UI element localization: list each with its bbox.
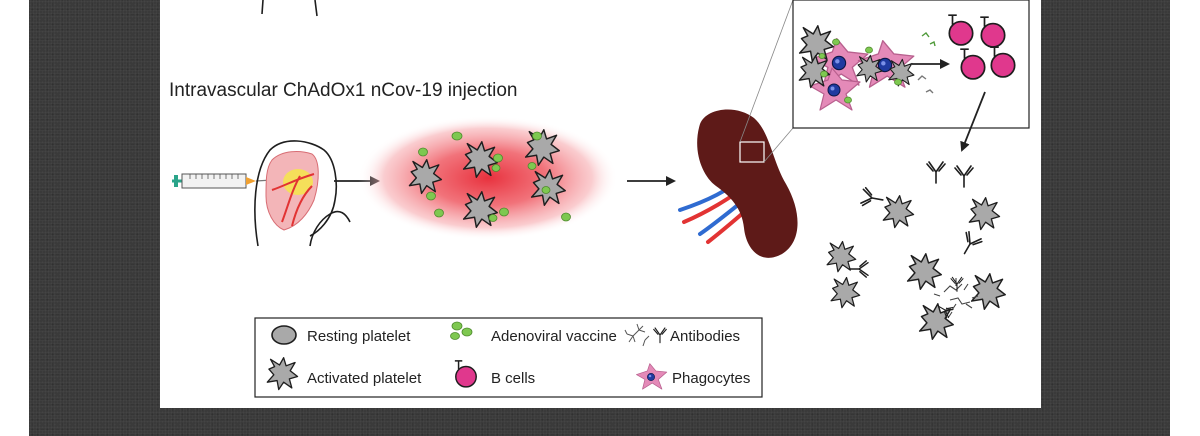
resting-platelet-icon [271, 325, 297, 345]
spleen-icon [697, 109, 798, 258]
activated-platelet-icon [826, 240, 857, 273]
activated-platelet-icon [830, 276, 861, 309]
zoom-line-bottom [763, 127, 794, 163]
spleen-inset-panel [792, 0, 1030, 129]
antibodies-icon [926, 161, 946, 184]
arrow-bcells-to-antibodies [960, 91, 986, 152]
adenoviral-vaccine-icon [450, 321, 473, 340]
adenoviral-vaccine-particles [418, 131, 571, 222]
legend-label-resting-platelet: Resting platelet [307, 328, 411, 345]
figure-diagram: Intravascular ChAdOx1 nCov-19 injection [169, 0, 1030, 398]
antibodies-icon [954, 165, 974, 188]
legend-label-phagocytes: Phagocytes [672, 370, 750, 387]
platelet-antibody-complexes [826, 186, 1006, 341]
legend-label-activated-platelet: Activated platelet [307, 370, 422, 387]
zoom-line-top [739, 0, 794, 143]
syringe-icon [172, 173, 273, 189]
antibodies-icon [624, 323, 667, 347]
activated-platelet-icon [882, 194, 915, 229]
legend-label-antibodies: Antibodies [670, 328, 740, 345]
free-antibodies [926, 161, 974, 188]
spleen-zoom-marker [739, 141, 765, 163]
figure-title: Intravascular ChAdOx1 nCov-19 injection [169, 80, 518, 101]
shoulder-outline-top [261, 0, 318, 17]
legend-box: Resting platelet Adenoviral vaccine Anti… [254, 317, 763, 398]
legend-label-adenoviral-vaccine: Adenoviral vaccine [491, 328, 617, 345]
figure-panel: Intravascular ChAdOx1 nCov-19 injection [160, 0, 1041, 408]
activated-platelet-icon [970, 273, 1006, 311]
shoulder-muscle-icon [254, 140, 351, 247]
legend-label-b-cells: B cells [491, 370, 535, 387]
activated-platelet-icon [968, 196, 1001, 231]
activated-platelet-icon [906, 253, 942, 291]
